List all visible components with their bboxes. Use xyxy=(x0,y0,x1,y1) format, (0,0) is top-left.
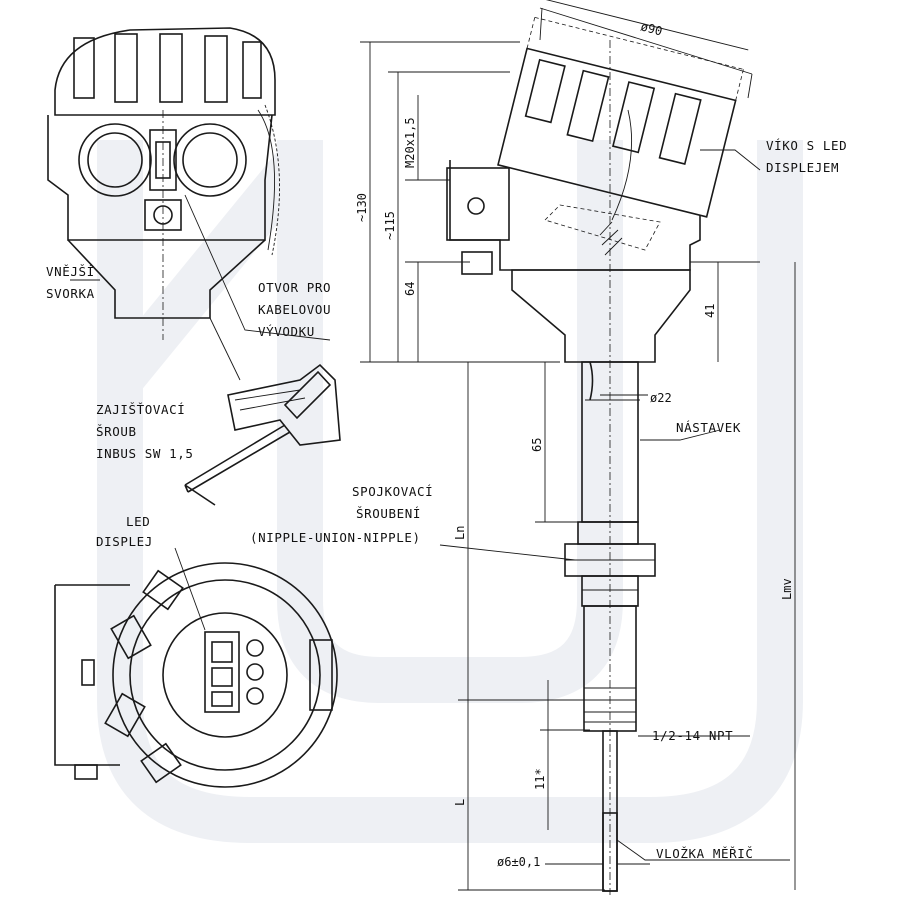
head-top-view xyxy=(54,547,338,788)
label-led-1: LED xyxy=(126,514,150,529)
label-led-2: DISPLEJ xyxy=(96,534,153,549)
watermark-logo xyxy=(97,140,803,843)
label-otvor-3: VÝVODKU xyxy=(258,324,315,339)
label-spojkovaci-2: ŠROUBENÍ xyxy=(356,506,421,521)
label-otvor-1: OTVOR PRO xyxy=(258,280,331,295)
dim-11: 11* xyxy=(533,768,547,790)
dim-115: ~115 xyxy=(383,211,397,240)
dim-l: L xyxy=(453,799,467,806)
label-nastavek: NÁSTAVEK xyxy=(676,420,741,435)
label-zajistovaci-3: INBUS SW 1,5 xyxy=(96,446,194,461)
dim-64: 64 xyxy=(403,282,417,296)
assembly-side-view xyxy=(446,0,749,895)
dim-lmv: Lmv xyxy=(780,578,794,600)
label-otvor-2: KABELOVOU xyxy=(258,302,331,317)
dim-130: ~130 xyxy=(355,193,369,222)
text-labels: VNĚJŠÍ SVORKA OTVOR PRO KABELOVOU VÝVODK… xyxy=(46,138,847,861)
label-spojkovaci-3: (NIPPLE-UNION-NIPPLE) xyxy=(250,530,421,545)
label-vnejsi-1: VNĚJŠÍ xyxy=(46,264,95,279)
label-vlozka: VLOŽKA MĚŘIČ xyxy=(656,846,754,861)
label-zajistovaci-1: ZAJIŠŤOVACÍ xyxy=(96,402,185,417)
dim-m20: M20x1,5 xyxy=(403,117,417,168)
dim-d6: ø6±0,1 xyxy=(497,855,540,869)
dimension-texts: ø90 M20x1,5 ~130 ~115 64 41 ø22 65 Ln Lm… xyxy=(355,19,794,869)
dim-ln: Ln xyxy=(453,526,467,540)
dim-d90: ø90 xyxy=(639,19,664,38)
label-vikd-1: VÍKO S LED xyxy=(766,138,847,153)
head-front-view xyxy=(47,27,331,381)
dim-41: 41 xyxy=(703,304,717,318)
set-screw-detail xyxy=(184,363,341,506)
dimension-lines xyxy=(360,7,796,891)
dim-65: 65 xyxy=(530,438,544,452)
label-zajistovaci-2: ŠROUB xyxy=(96,424,137,439)
label-spojkovaci-1: SPOJKOVACÍ xyxy=(352,484,433,499)
label-vnejsi-2: SVORKA xyxy=(46,286,95,301)
label-npt: 1/2-14 NPT xyxy=(652,728,733,743)
label-vikd-2: DISPLEJEM xyxy=(766,160,839,175)
dim-d22: ø22 xyxy=(650,391,672,405)
